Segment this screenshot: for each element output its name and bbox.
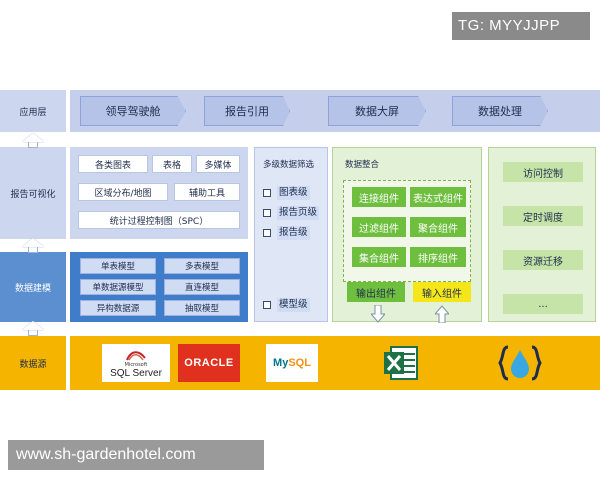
- up-arrow-icon: [435, 305, 449, 323]
- sqlserver-icon: [126, 350, 146, 360]
- integration-component: 集合组件: [352, 247, 406, 267]
- filter-square-icon: [263, 229, 271, 237]
- model-item: 单表模型: [80, 258, 156, 274]
- up-arrow-icon: [22, 321, 44, 336]
- management-item: 资源迁移: [503, 250, 583, 270]
- management-panel: 访问控制 定时调度 资源迁移 ...: [488, 147, 596, 322]
- management-item: 定时调度: [503, 206, 583, 226]
- vis-item: 区域分布/地图: [78, 183, 168, 201]
- filter-title: 多级数据筛选: [263, 160, 315, 170]
- layer-label-modeling: 数据建模: [0, 252, 66, 322]
- management-item: 访问控制: [503, 162, 583, 182]
- layer-label-application: 应用层: [0, 90, 66, 132]
- app-item: 领导驾驶舱: [80, 96, 186, 126]
- down-arrow-icon: [371, 305, 385, 323]
- filter-item: 模型级: [263, 298, 325, 312]
- integration-component: 表达式组件: [410, 187, 466, 207]
- management-item: ...: [503, 294, 583, 314]
- integration-component: 过滤组件: [352, 217, 406, 237]
- layer-label-visualization: 报告可视化: [0, 147, 66, 239]
- filter-panel: 多级数据筛选 图表级 报告页级 报告级 模型级: [254, 147, 328, 322]
- filter-square-icon: [263, 301, 271, 309]
- up-arrow-icon: [22, 133, 44, 148]
- input-component: 输入组件: [413, 282, 471, 302]
- integration-panel: 数据整合 连接组件 表达式组件 过滤组件 聚合组件 集合组件 排序组件 输出组件…: [332, 147, 482, 323]
- app-item: 报告引用: [204, 96, 290, 126]
- model-item: 抽取模型: [164, 300, 240, 316]
- sqlserver-logo: Microsoft SQL Server: [102, 344, 170, 382]
- integration-title: 数据整合: [345, 160, 380, 170]
- integration-component: 连接组件: [352, 187, 406, 207]
- layer-label-source: 数据源: [0, 336, 66, 390]
- vis-item: 表格: [152, 155, 192, 173]
- vis-item: 统计过程控制图（SPC）: [78, 211, 240, 229]
- integration-components: 连接组件 表达式组件 过滤组件 聚合组件 集合组件 排序组件: [343, 180, 471, 282]
- watermark-top: TG: MYYJJPP: [452, 12, 590, 40]
- excel-icon: [382, 344, 420, 382]
- output-component: 输出组件: [347, 282, 405, 302]
- visualization-panel: 各类图表 表格 多媒体 区域分布/地图 辅助工具 统计过程控制图（SPC）: [70, 147, 248, 239]
- vis-item: 多媒体: [196, 155, 240, 173]
- model-item: 直连模型: [164, 279, 240, 295]
- app-item: 数据大屏: [328, 96, 426, 126]
- filter-item: 报告级: [263, 226, 325, 240]
- filter-square-icon: [263, 209, 271, 217]
- json-icon: [498, 344, 542, 382]
- model-item: 多表模型: [164, 258, 240, 274]
- oracle-logo: ORACLE: [178, 344, 240, 382]
- app-item: 数据处理: [452, 96, 548, 126]
- filter-item: 图表级: [263, 186, 325, 200]
- up-arrow-icon: [22, 238, 44, 253]
- model-item: 单数据源模型: [80, 279, 156, 295]
- modeling-panel: 单表模型 多表模型 单数据源模型 直连模型 异构数据源 抽取模型: [70, 252, 248, 322]
- integration-component: 聚合组件: [410, 217, 466, 237]
- filter-item: 报告页级: [263, 206, 325, 220]
- vis-item: 辅助工具: [174, 183, 240, 201]
- watermark-bottom: www.sh-gardenhotel.com: [8, 440, 264, 470]
- model-item: 异构数据源: [80, 300, 156, 316]
- vis-item: 各类图表: [78, 155, 148, 173]
- integration-component: 排序组件: [410, 247, 466, 267]
- application-band: 领导驾驶舱 报告引用 数据大屏 数据处理: [70, 90, 600, 132]
- filter-square-icon: [263, 189, 271, 197]
